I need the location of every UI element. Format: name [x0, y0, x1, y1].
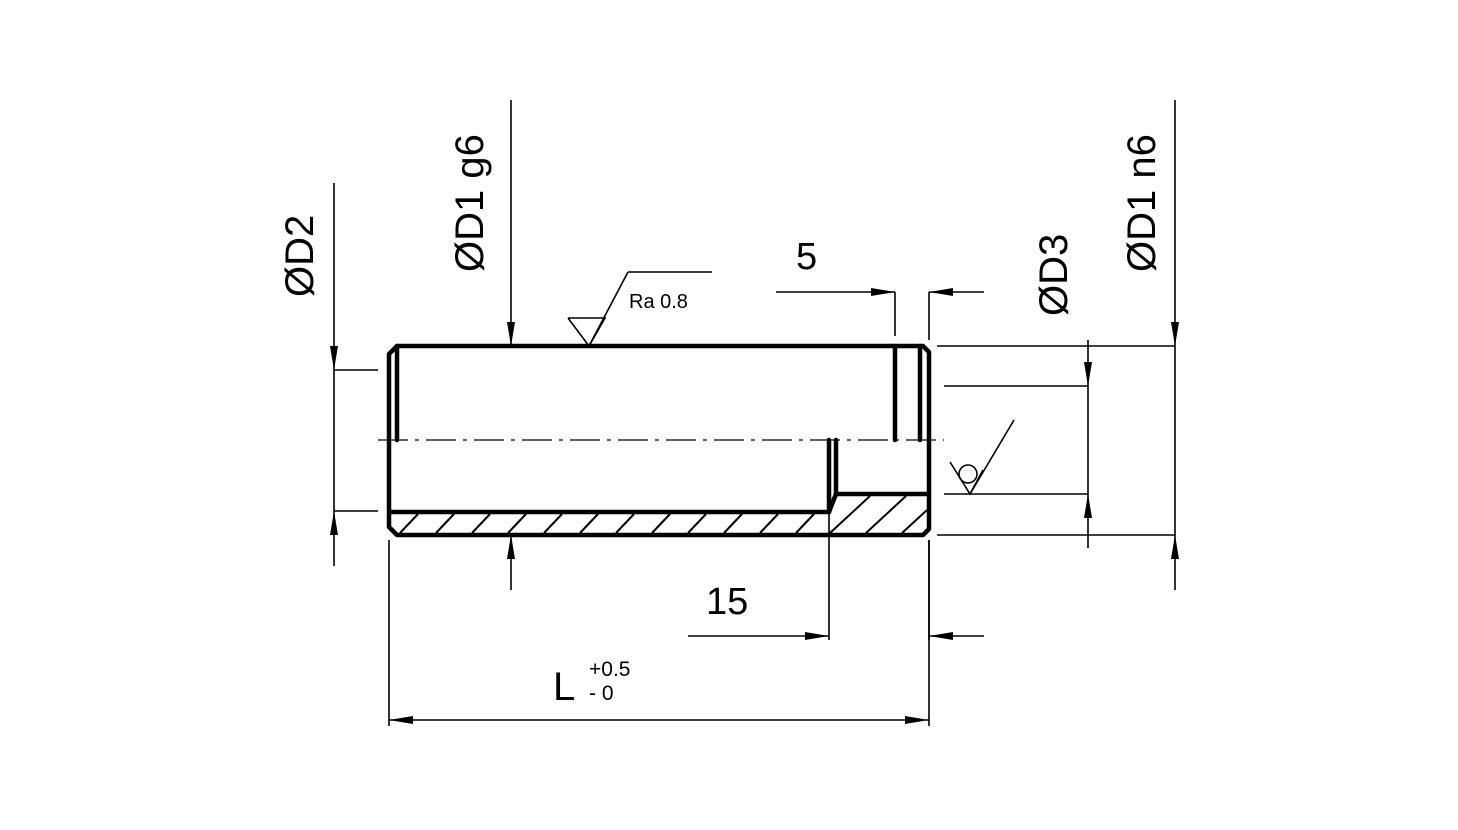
label-dim-l: L [553, 665, 575, 709]
label-d1-g6: ØD1 g6 [448, 134, 492, 272]
label-d1-n6: ØD1 n6 [1120, 134, 1164, 272]
dim-5: 5 [776, 236, 984, 340]
label-tol-lower: - 0 [589, 682, 614, 705]
label-d2: ØD2 [278, 215, 322, 297]
label-roughness: Ra 0.8 [629, 291, 688, 313]
dim-d1-n6: ØD1 n6 [937, 100, 1179, 590]
label-dim-15: 15 [706, 581, 748, 623]
roughness-symbol: Ra 0.8 [567, 271, 712, 348]
label-dim-5: 5 [796, 236, 817, 278]
dim-d2: ØD2 [278, 183, 378, 566]
part-outline [386, 343, 932, 538]
dim-15: 15 [688, 512, 984, 640]
surface-symbol-circle [949, 419, 1015, 496]
dim-d3: ØD3 [944, 234, 1092, 548]
label-d3: ØD3 [1032, 234, 1076, 316]
dim-d1-g6: ØD1 g6 [448, 100, 515, 590]
section-hatching [399, 495, 928, 534]
label-tol-upper: +0.5 [589, 658, 630, 681]
dim-l: L +0.5 - 0 [388, 540, 930, 726]
